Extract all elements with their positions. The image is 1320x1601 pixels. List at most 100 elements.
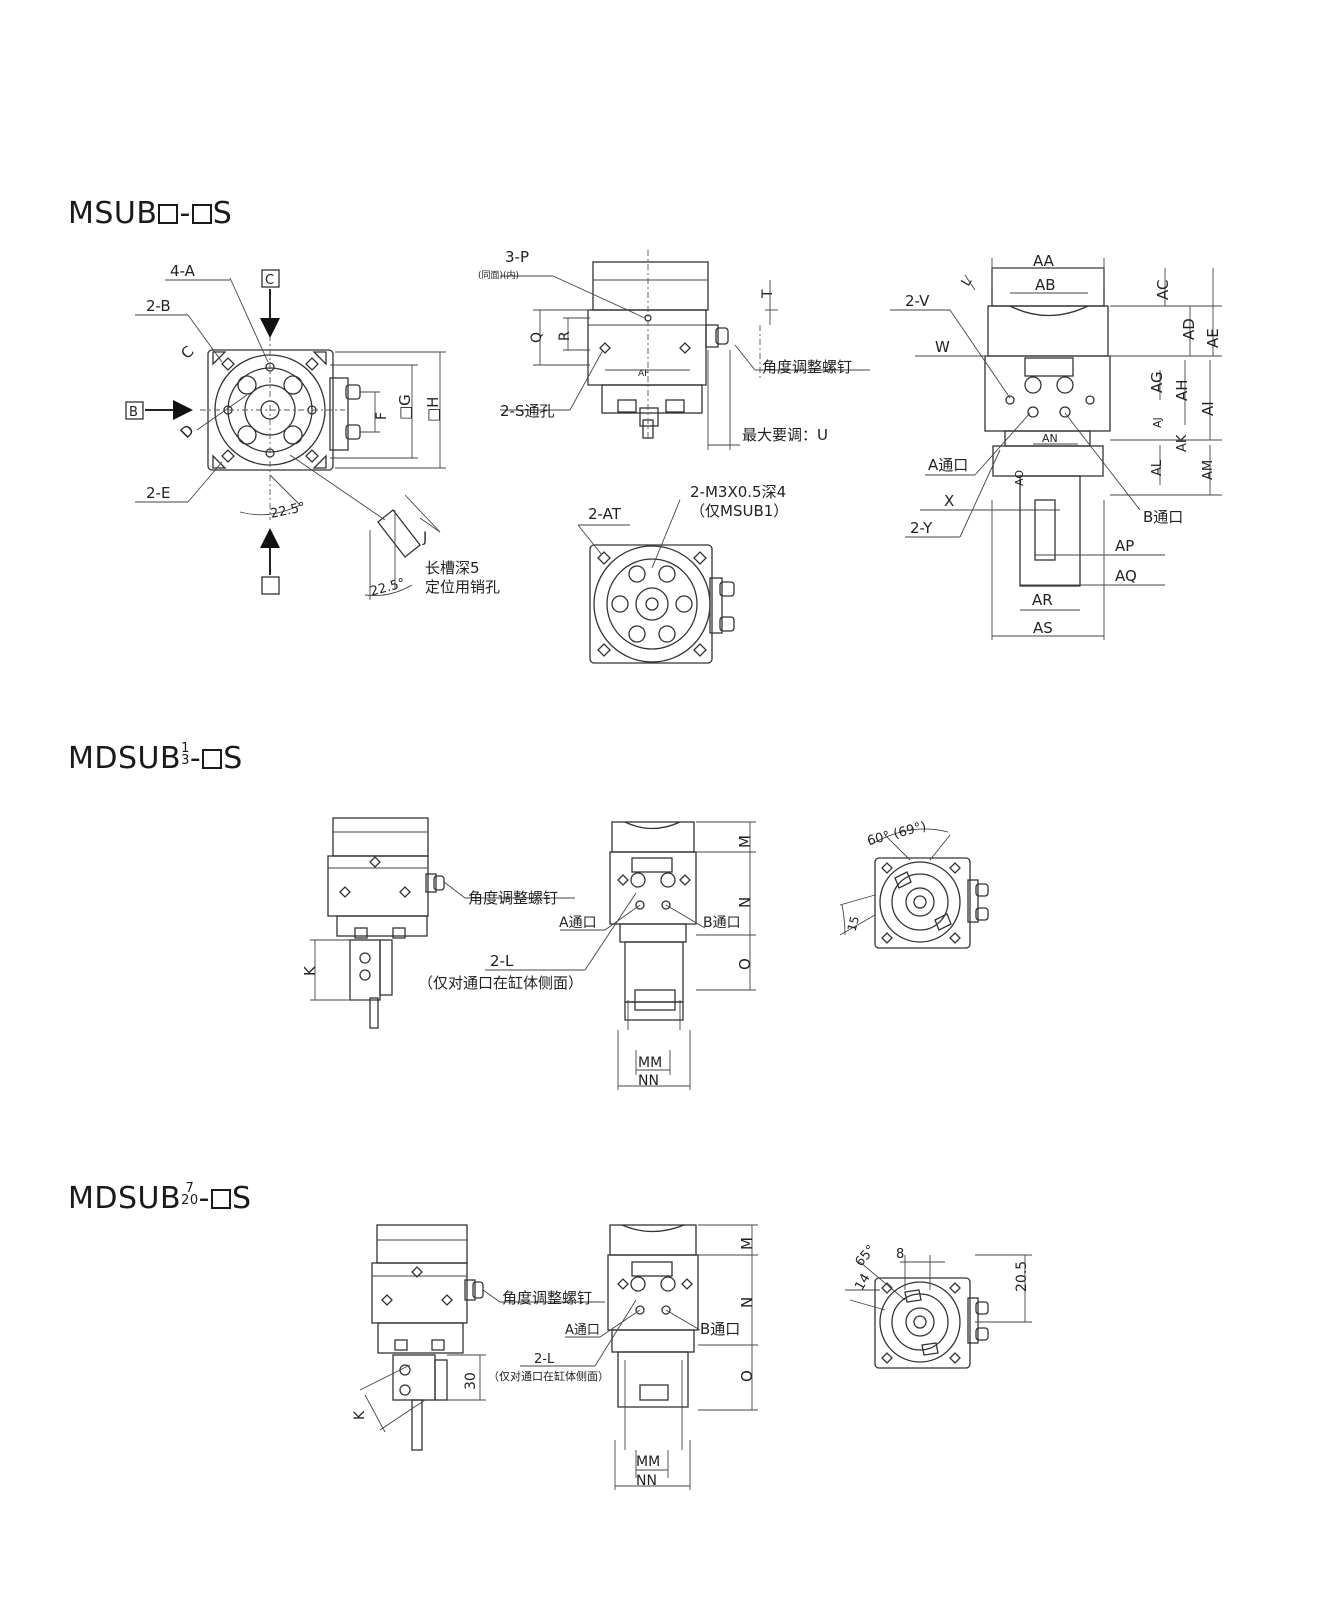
angle-60-69: 60° (69°) bbox=[866, 819, 928, 849]
label-t: T bbox=[760, 289, 776, 299]
dim-14: 14 bbox=[852, 1271, 873, 1293]
port-a-label: A通口 bbox=[928, 456, 968, 474]
angle-15: 15 bbox=[845, 914, 862, 932]
label-c: C bbox=[177, 342, 197, 362]
label-2-e: 2-E bbox=[146, 484, 170, 502]
dim-aq: AQ bbox=[1115, 567, 1137, 585]
dim-ab: AB bbox=[1035, 276, 1056, 294]
dim-mm: MM bbox=[636, 1454, 660, 1470]
dim-ao: AO bbox=[1013, 470, 1026, 486]
label-h: □H bbox=[424, 397, 442, 422]
title-suffix: S bbox=[212, 196, 233, 231]
dim-mm: MM bbox=[638, 1055, 662, 1071]
dim-aj: AJ bbox=[1151, 417, 1164, 428]
angle-22-5-b: 22.5° bbox=[369, 576, 407, 600]
view-bottom-arrow-icon bbox=[260, 528, 280, 548]
dim-ah: AH bbox=[1173, 379, 1191, 401]
frac-bottom: 3 bbox=[181, 753, 190, 768]
port-b-label: B通口 bbox=[703, 915, 741, 931]
dim-m: M bbox=[736, 835, 754, 848]
label-2-v: 2-V bbox=[905, 292, 930, 310]
mdsub13-top-view: 60° (69°) 15 bbox=[839, 819, 989, 949]
dim-an: AN bbox=[1042, 432, 1058, 445]
view-c-label: C bbox=[265, 273, 274, 288]
placeholder-box-icon bbox=[210, 1189, 231, 1209]
label-2-l-note: （仅对通口在缸体侧面） bbox=[488, 1369, 609, 1383]
mdsub13-front-view: MM NN M N O A通口 B通口 2-L （仅对通口在缸体侧面） bbox=[418, 821, 756, 1090]
frac-top: 1 bbox=[181, 741, 190, 756]
dim-ap: AP bbox=[1115, 537, 1134, 555]
label-f: F bbox=[374, 412, 390, 420]
port-a-label: A通口 bbox=[559, 915, 597, 931]
dim-n: N bbox=[738, 1297, 756, 1308]
label-2-s: 2-S通孔 bbox=[500, 402, 554, 420]
section-title-msub: MSUB-S bbox=[68, 196, 233, 231]
label-g: □G bbox=[396, 394, 414, 420]
label-q: Q bbox=[529, 332, 545, 343]
label-r: R bbox=[557, 331, 573, 341]
dim-nn: NN bbox=[638, 1073, 659, 1089]
dim-aa: AA bbox=[1033, 252, 1055, 270]
mdsub720-side-view: 角度调整螺钉 30 K bbox=[352, 1224, 605, 1451]
dim-20-5: 20.5 bbox=[1014, 1261, 1030, 1292]
mdsub720-top-view: 8 65° 14 20.5 bbox=[845, 1242, 1032, 1369]
title-prefix: MDSUB bbox=[68, 1181, 182, 1216]
title-prefix: MSUB bbox=[68, 196, 158, 231]
placeholder-box-icon bbox=[158, 204, 179, 224]
placeholder-box-icon bbox=[191, 204, 212, 224]
dim-ad: AD bbox=[1180, 318, 1198, 340]
mdsub720-front-view: MM NN M N O A通口 B通口 2-L （仅对通口在缸体侧面） bbox=[488, 1224, 758, 1490]
label-w: W bbox=[935, 338, 950, 356]
dim-am: AM bbox=[1201, 460, 1216, 480]
label-2-y: 2-Y bbox=[910, 519, 933, 537]
label-2-l: 2-L bbox=[490, 952, 514, 970]
dim-as: AS bbox=[1033, 619, 1053, 637]
label-m3-note: （仅MSUB1） bbox=[690, 502, 788, 520]
angle-22-5-a: 22.5° bbox=[269, 500, 307, 522]
view-b-label: B bbox=[129, 405, 138, 420]
frac-top: 7 bbox=[185, 1181, 195, 1196]
dim-ae: AE bbox=[1204, 328, 1222, 348]
dim-o: O bbox=[736, 958, 754, 970]
angle-65: 65° bbox=[853, 1242, 879, 1269]
dim-30: 30 bbox=[463, 1372, 479, 1390]
msub-top-view: 4-A 2-B C D 2-E F □G □H C B 22.5° bbox=[125, 262, 500, 600]
view-b-arrow-icon bbox=[173, 400, 193, 420]
frac-bottom: 20 bbox=[181, 1193, 199, 1208]
adjust-screw-label: 角度调整螺钉 bbox=[502, 1289, 592, 1307]
slot-note-2: 定位用销孔 bbox=[425, 578, 500, 596]
slot-note-1: 长槽深5 bbox=[425, 559, 480, 577]
placeholder-box-icon bbox=[202, 749, 223, 769]
dim-ag: AG bbox=[1148, 371, 1166, 393]
msub-right-view: AA AB AC AD AE AG AH AI AJ AK AL AM AN A… bbox=[890, 252, 1222, 640]
dim-n: N bbox=[736, 897, 754, 908]
max-adjust-label: 最大要调：U bbox=[742, 426, 828, 444]
title-prefix: MDSUB bbox=[68, 741, 182, 776]
view-c-arrow-icon bbox=[260, 318, 280, 338]
dim-ak: AK bbox=[1175, 434, 1190, 452]
title-suffix: S bbox=[231, 1181, 252, 1216]
label-3-p-sub: (同面)(内) bbox=[478, 269, 519, 281]
dim-ai: AI bbox=[1199, 401, 1217, 416]
label-4-a: 4-A bbox=[170, 262, 196, 280]
label-j: J bbox=[422, 530, 427, 546]
label-2-b: 2-B bbox=[146, 297, 171, 315]
label-2-at: 2-AT bbox=[588, 505, 622, 523]
title-suffix: S bbox=[223, 741, 243, 776]
msub-bottom-view: 2-AT 2-M3X0.5深4 （仅MSUB1） bbox=[577, 483, 788, 664]
label-d: D bbox=[177, 421, 198, 442]
port-b-label: B通口 bbox=[1143, 508, 1183, 526]
dim-ac: AC bbox=[1154, 280, 1172, 300]
label-2-l-note: （仅对通口在缸体侧面） bbox=[418, 974, 583, 992]
dim-o: O bbox=[738, 1370, 756, 1382]
label-3-p: 3-P bbox=[505, 248, 529, 266]
dim-al: AL bbox=[1150, 459, 1165, 476]
mdsub13-side-view: 角度调整螺钉 K bbox=[301, 817, 575, 1029]
dim-k: K bbox=[301, 965, 319, 976]
label-2-l: 2-L bbox=[534, 1352, 555, 1367]
dim-k: K bbox=[352, 1410, 368, 1420]
